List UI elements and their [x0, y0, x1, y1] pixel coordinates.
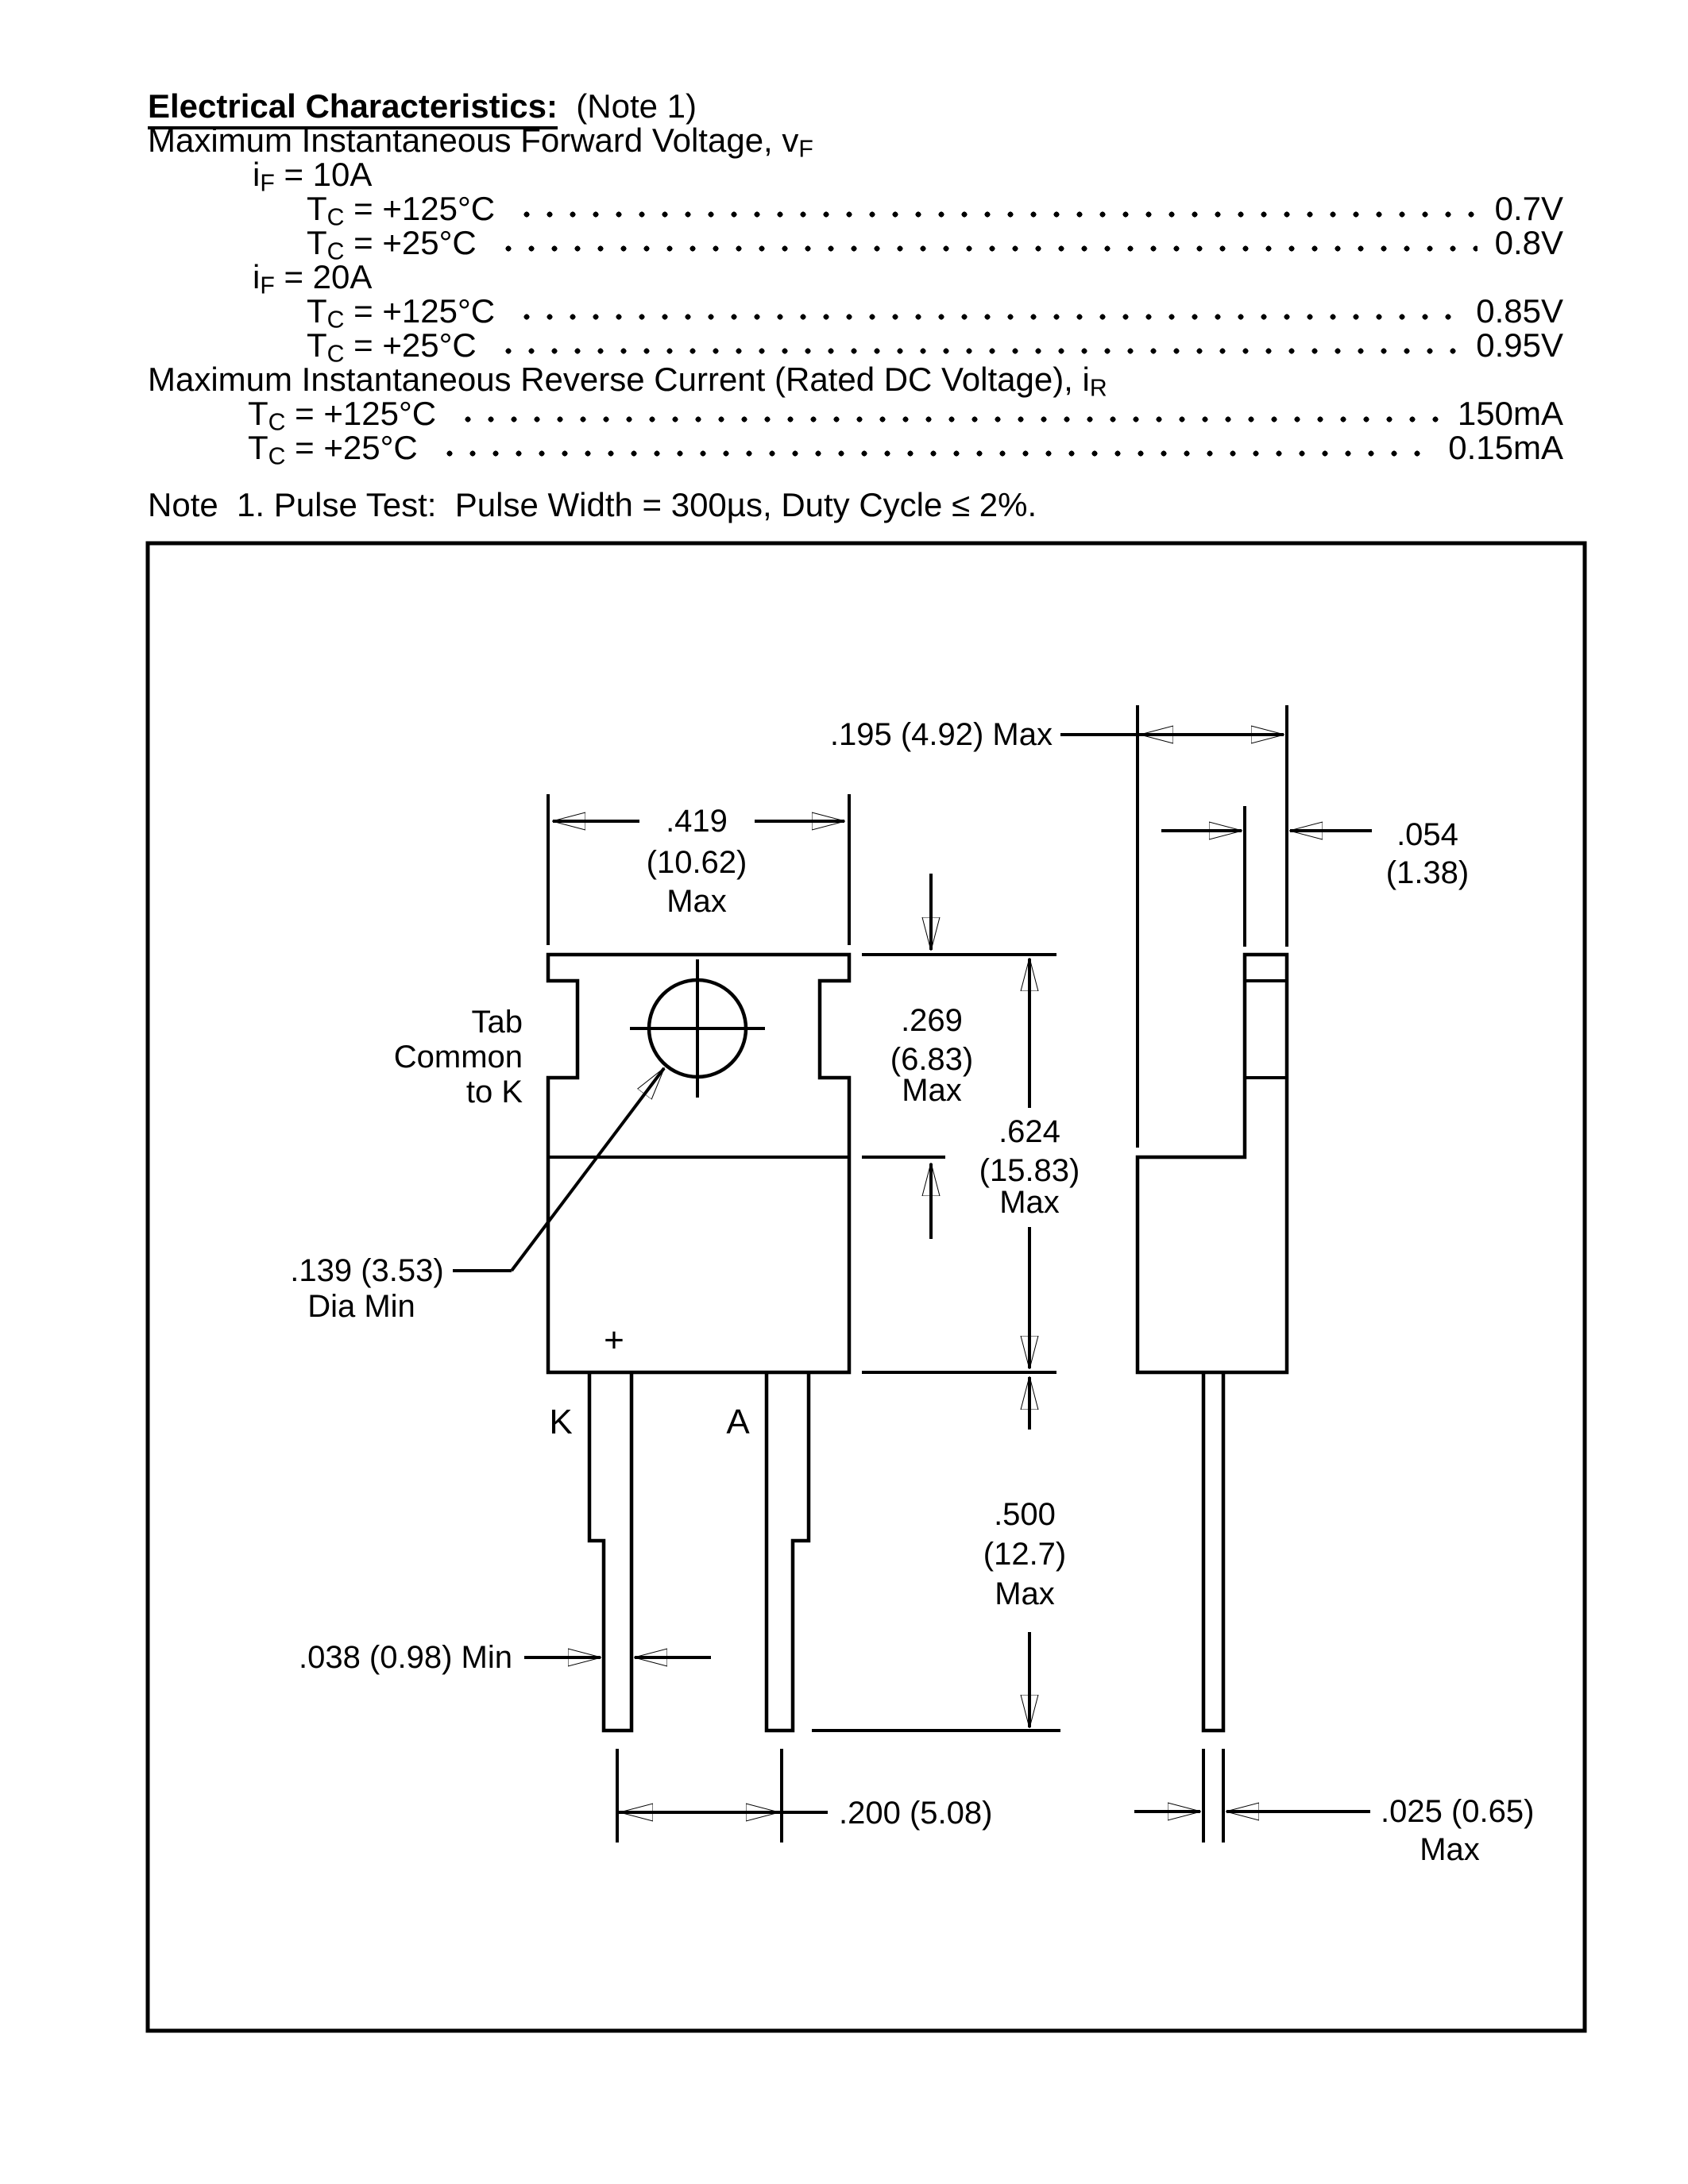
section-title-row: Electrical Characteristics: (Note 1): [148, 87, 1563, 129]
hole-diameter-callout: .139 (3.53) Dia Min: [290, 1068, 664, 1324]
spec-label-subscript: C: [326, 238, 345, 265]
dim-body-width-max: Max: [666, 884, 727, 919]
dot-leader: [496, 346, 1459, 356]
package-body-outline: [546, 952, 852, 1375]
spec-label-subscript: C: [326, 307, 345, 334]
spec-value: 0.8V: [1494, 224, 1563, 261]
dim-lead-spacing: .200 (5.08): [616, 1749, 992, 1843]
electrical-characteristics-section: Electrical Characteristics: (Note 1) Max…: [148, 87, 1563, 470]
polarity-plus-mark: +: [604, 1321, 624, 1360]
spec-label: T: [307, 190, 327, 227]
lead-k-outline: [587, 1372, 634, 1733]
spec-label: T: [248, 395, 268, 432]
spec-value: 0.15mA: [1448, 429, 1563, 466]
spec-row: TC = +25°C 0.15mA: [248, 429, 1563, 470]
spec-label: T: [307, 326, 327, 364]
hole-dia-label-line1: .139 (3.53): [290, 1253, 443, 1288]
spec-row: TC = +25°C 0.8V: [307, 224, 1563, 265]
spec-row: iF = 20A: [253, 258, 373, 299]
dim-body-width-mm: (10.62): [647, 845, 747, 880]
tab-note-line3: to K: [466, 1075, 523, 1109]
section-title: Electrical Characteristics:: [148, 87, 558, 129]
spec-label: Maximum Instantaneous Forward Voltage, v: [148, 122, 799, 159]
hole-dia-leader-arrow: [510, 1068, 664, 1272]
dim-tab-height-mm: (6.83): [890, 1042, 974, 1077]
dim-tab-thickness-mm: (1.38): [1386, 855, 1470, 890]
dim-lead-length-value: .500: [994, 1497, 1056, 1532]
note-line: Note 1. Pulse Test: Pulse Width = 300µs,…: [148, 486, 1037, 523]
dim-overall-height-value: .624: [999, 1114, 1060, 1149]
front-view: + K A Tab Common to K: [394, 952, 852, 1733]
dot-leader: [516, 312, 1459, 322]
dot-leader: [496, 244, 1477, 253]
dim-tab-height-max: Max: [902, 1073, 962, 1108]
tab-note-line2: Common: [394, 1040, 523, 1075]
spec-row: Maximum Instantaneous Reverse Current (R…: [148, 361, 1563, 402]
spec-label-subscript: C: [326, 204, 345, 231]
lead-a-outline: [764, 1372, 811, 1733]
spec-label-subscript: C: [268, 443, 286, 470]
spec-label-subscript: F: [260, 272, 275, 299]
hole-dia-label-line2: Dia Min: [307, 1289, 415, 1324]
side-view: [1135, 952, 1289, 1733]
dim-lead-spacing-label: .200 (5.08): [839, 1796, 992, 1831]
spec-label: i: [253, 156, 261, 193]
dim-lead-length-mm: (12.7): [983, 1537, 1067, 1572]
dim-body-depth-label: .195 (4.92) Max: [830, 717, 1053, 752]
spec-row: TC = +125°C 0.85V: [307, 292, 1563, 334]
spec-row: TC = +125°C 0.7V: [307, 190, 1563, 231]
spec-label-subscript: C: [326, 341, 345, 368]
dim-lead-thickness: .025 (0.65) Max: [1134, 1749, 1534, 1867]
spec-label-subscript: C: [268, 409, 286, 436]
section-title-note-ref: (Note 1): [557, 87, 697, 125]
spec-label-subscript: R: [1089, 375, 1107, 402]
lead-a-label: A: [726, 1403, 750, 1441]
spec-row: TC = +125°C 150mA: [248, 395, 1563, 436]
spec-value: 0.7V: [1494, 190, 1563, 227]
spec-label: Maximum Instantaneous Reverse Current (R…: [148, 361, 1090, 398]
lead-k-label: K: [549, 1403, 572, 1441]
side-profile-outline: [1135, 952, 1289, 1375]
dim-lead-length-max: Max: [995, 1576, 1055, 1611]
dot-leader: [438, 449, 1431, 458]
dot-leader: [516, 210, 1477, 219]
spec-label: T: [307, 292, 327, 330]
dim-lead-length: .500 (12.7) Max: [983, 1377, 1067, 1727]
spec-value: 0.85V: [1476, 292, 1563, 330]
dim-overall-height: .624 (15.83) Max: [979, 959, 1080, 1368]
dim-lead-width-label: .038 (0.98) Min: [299, 1640, 512, 1675]
spec-row: TC = +25°C 0.95V: [307, 326, 1563, 368]
dim-overall-height-mm: (15.83): [979, 1153, 1080, 1188]
dim-tab-thickness-value: .054: [1396, 817, 1458, 852]
spec-value: 0.95V: [1476, 326, 1563, 364]
dot-leader: [457, 415, 1440, 424]
dim-body-width: .419 (10.62) Max: [547, 794, 851, 945]
spec-label: T: [307, 224, 327, 261]
tab-note-line1: Tab: [472, 1005, 523, 1040]
dim-overall-height-max: Max: [999, 1185, 1060, 1220]
dim-lead-thickness-value: .025 (0.65): [1381, 1794, 1534, 1829]
spec-label: i: [253, 258, 261, 295]
figure-border: [145, 541, 1587, 2033]
dim-tab-thickness: .054 (1.38): [1161, 806, 1469, 947]
side-lead-outline: [1201, 1372, 1226, 1733]
dim-tab-height-value: .269: [901, 1003, 963, 1038]
dim-lead-width: .038 (0.98) Min: [299, 1640, 711, 1675]
dim-tab-height: .269 (6.83) Max: [890, 874, 974, 1239]
spec-value: 150mA: [1457, 395, 1563, 432]
dim-body-depth: .195 (4.92) Max: [830, 705, 1288, 1148]
dim-lead-thickness-max: Max: [1420, 1832, 1480, 1867]
dim-body-width-value: .419: [666, 804, 728, 839]
spec-row: iF = 10A: [253, 156, 373, 197]
spec-label-subscript: F: [260, 170, 275, 197]
spec-label-subscript: F: [798, 136, 813, 163]
spec-row: Maximum Instantaneous Forward Voltage, v…: [148, 122, 1563, 163]
spec-label: T: [248, 429, 268, 466]
